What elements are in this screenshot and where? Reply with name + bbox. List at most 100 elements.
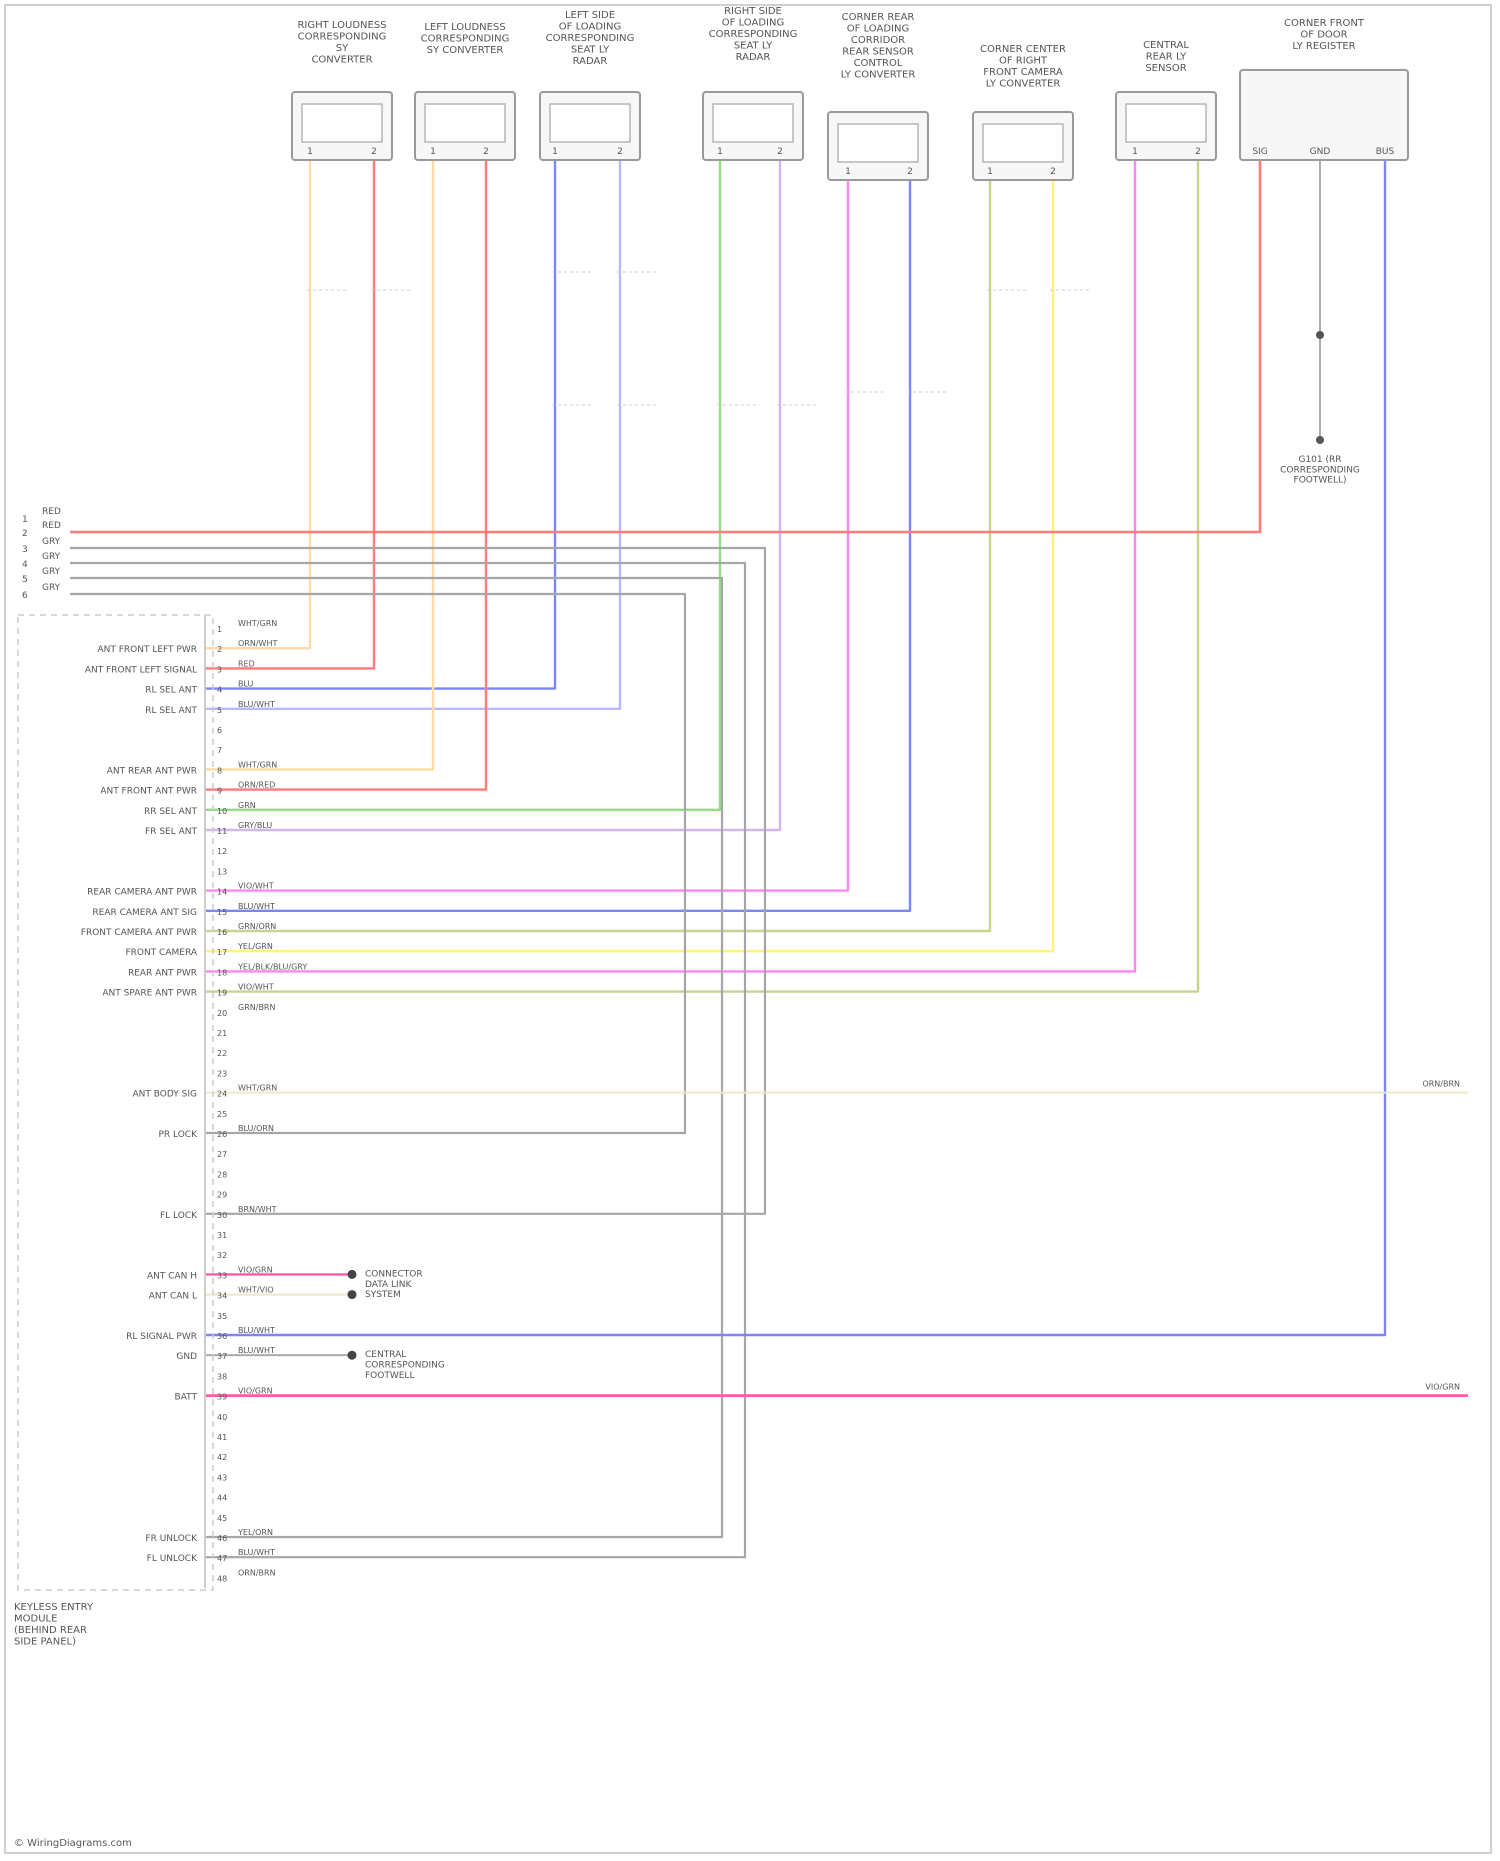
bus-line-label: GRY bbox=[42, 583, 61, 593]
connector-housing bbox=[713, 104, 793, 142]
connector-pin-label: 2 bbox=[907, 167, 913, 177]
module-pin-number: 6 bbox=[217, 726, 222, 735]
can-connector-dot bbox=[348, 1290, 357, 1299]
module-pin-number: 27 bbox=[217, 1150, 227, 1159]
module-pin-wire-color: BRN/WHT bbox=[238, 1205, 277, 1214]
connector-housing bbox=[983, 124, 1063, 162]
module-pin-number: 15 bbox=[217, 908, 227, 917]
module-pin-number: 3 bbox=[217, 665, 222, 674]
module-pin-function: FR SEL ANT bbox=[145, 827, 197, 837]
module-pin-wire-color: WHT/VIO bbox=[238, 1286, 274, 1295]
wires-layer bbox=[70, 160, 1468, 1557]
module-pin-function: ANT FRONT ANT PWR bbox=[100, 787, 197, 797]
module-pin-number: 46 bbox=[217, 1534, 227, 1543]
module-pin-function: ANT SPARE ANT PWR bbox=[102, 989, 197, 999]
bus-line-label: GRY bbox=[42, 552, 61, 562]
module-pin-number: 43 bbox=[217, 1473, 227, 1482]
module-pin-function: ANT FRONT LEFT PWR bbox=[97, 645, 197, 655]
module-pin-function: ANT FRONT LEFT SIGNAL bbox=[85, 665, 197, 675]
connector-6: CORNER CENTEROF RIGHTFRONT CAMERALY CONV… bbox=[973, 44, 1073, 180]
module-pin-function: FL UNLOCK bbox=[147, 1554, 198, 1564]
wire-connector-to-module bbox=[205, 160, 780, 830]
module-pin-wire-color: BLU/WHT bbox=[238, 1548, 275, 1557]
connector-pin-label: 1 bbox=[845, 167, 851, 177]
connector-title: CORNER REAROF LOADINGCORRIDORREAR SENSOR… bbox=[841, 12, 916, 81]
module-pin-wire-color: VIO/GRN bbox=[238, 1265, 273, 1274]
ground-note: G101 (RRCORRESPONDINGFOOTWELL) bbox=[1280, 455, 1360, 486]
module-pin-number: 17 bbox=[217, 948, 227, 957]
wire-c8-bus bbox=[205, 160, 1385, 1335]
module-pin-wire-color: VIO/GRN bbox=[238, 1387, 273, 1396]
connector-housing bbox=[838, 124, 918, 162]
module-pin-number: 31 bbox=[217, 1231, 227, 1240]
module-pin-number: 5 bbox=[217, 706, 222, 715]
module-pin-function: RL SIGNAL PWR bbox=[126, 1332, 197, 1342]
module-pin-wire-color: BLU/WHT bbox=[238, 700, 275, 709]
connector-title: LEFT SIDEOF LOADINGCORRESPONDINGSEAT LYR… bbox=[546, 10, 635, 67]
module-pin-function: ANT CAN L bbox=[149, 1292, 197, 1302]
module-pin-number: 2 bbox=[217, 645, 222, 654]
connector-pin-label: BUS bbox=[1376, 147, 1395, 157]
module-pin-number: 24 bbox=[217, 1090, 227, 1099]
module-pin-wire-color: GRY/BLU bbox=[238, 821, 272, 830]
module-pin-number: 25 bbox=[217, 1110, 227, 1119]
ground-point bbox=[1316, 436, 1324, 444]
module-pin-function: ANT CAN H bbox=[147, 1271, 197, 1281]
bus-line-number: 6 bbox=[22, 591, 28, 601]
bus-line-number: 4 bbox=[22, 560, 28, 570]
module-pin-wire-color: WHT/GRN bbox=[238, 619, 277, 628]
bus-line-number: 2 bbox=[22, 529, 28, 539]
module-pin-number: 47 bbox=[217, 1554, 227, 1563]
wire-connector-to-module bbox=[205, 160, 310, 648]
connector-title: RIGHT LOUDNESSCORRESPONDINGSYCONVERTER bbox=[297, 20, 386, 66]
module-pin-wire-color: YEL/BLK/BLU/GRY bbox=[237, 962, 307, 971]
connector-housing bbox=[302, 104, 382, 142]
module-pin-number: 33 bbox=[217, 1271, 227, 1280]
module-pin-number: 1 bbox=[217, 625, 222, 634]
connector-pin-label: 2 bbox=[617, 147, 623, 157]
module-pin-function: GND bbox=[176, 1352, 197, 1362]
module-pin-wire-color: GRN/ORN bbox=[238, 922, 276, 931]
right-label: ORN/BRN bbox=[1422, 1080, 1460, 1089]
connector-pin-label: 2 bbox=[777, 147, 783, 157]
bus-line-number: 5 bbox=[22, 575, 28, 585]
module-pin-wire-color: WHT/GRN bbox=[238, 1084, 277, 1093]
module-pin-number: 41 bbox=[217, 1433, 227, 1442]
module-pin-number: 29 bbox=[217, 1191, 227, 1200]
module-pin-wire-color: ORN/WHT bbox=[238, 639, 277, 648]
module-pin-number: 42 bbox=[217, 1453, 227, 1462]
module-pin-number: 23 bbox=[217, 1069, 227, 1078]
module-pin-function: FL LOCK bbox=[160, 1211, 198, 1221]
connector-housing bbox=[425, 104, 505, 142]
connector-pin-label: GND bbox=[1310, 147, 1331, 157]
connector-title: LEFT LOUDNESSCORRESPONDINGSY CONVERTER bbox=[421, 22, 510, 56]
module-pin-number: 26 bbox=[217, 1130, 227, 1139]
module-pin-function: FRONT CAMERA ANT PWR bbox=[81, 928, 197, 938]
module-pin-function: REAR CAMERA ANT PWR bbox=[87, 888, 197, 898]
module-pin-number: 21 bbox=[217, 1029, 227, 1038]
wire-connector-to-module bbox=[205, 160, 555, 689]
module-pin-function: REAR CAMERA ANT SIG bbox=[92, 908, 197, 918]
bus-line-label: RED bbox=[42, 521, 61, 531]
module-pin-function: ANT REAR ANT PWR bbox=[107, 766, 197, 776]
connector-pin-label: 1 bbox=[430, 147, 436, 157]
wire-bus-red bbox=[70, 160, 1260, 532]
bus-line-number: 1 bbox=[22, 515, 28, 525]
module-pin-number: 8 bbox=[217, 766, 222, 775]
module-pin-number: 35 bbox=[217, 1312, 227, 1321]
module-pin-number: 10 bbox=[217, 807, 227, 816]
module-pin-function: FR UNLOCK bbox=[145, 1534, 198, 1544]
module-pin-number: 4 bbox=[217, 686, 222, 695]
module-pin-number: 7 bbox=[217, 746, 222, 755]
connector-pin-label: 1 bbox=[1132, 147, 1138, 157]
